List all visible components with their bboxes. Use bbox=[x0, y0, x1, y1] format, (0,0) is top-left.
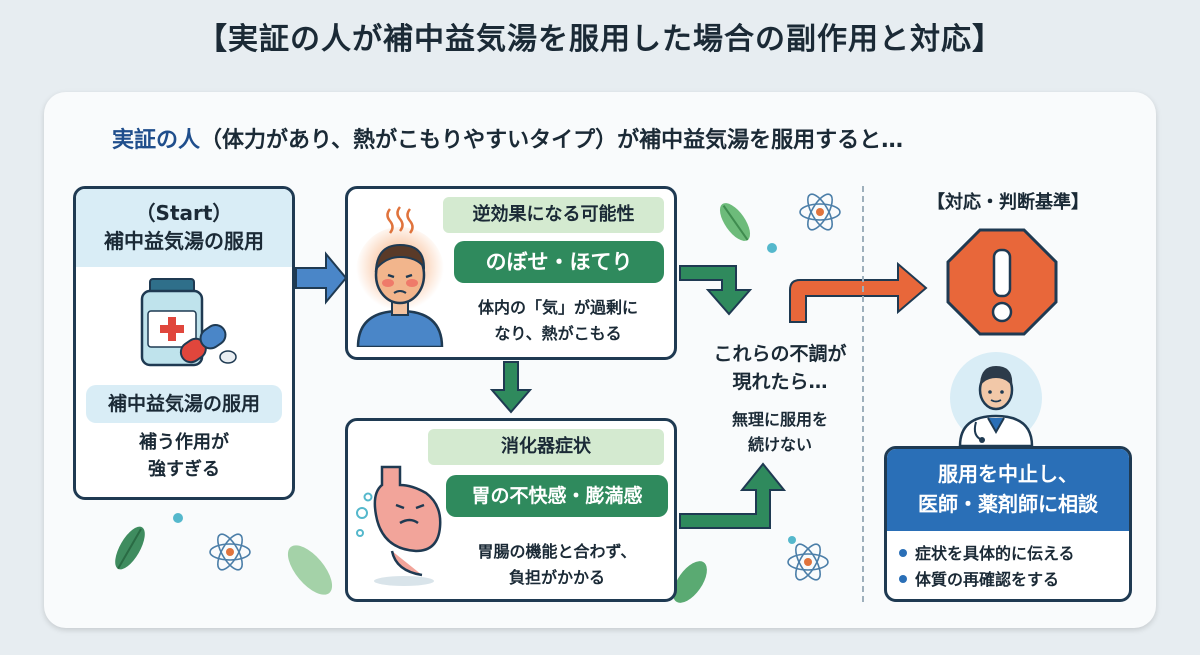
effect2-desc-line1: 胃腸の機能と合わず、 bbox=[477, 542, 637, 561]
atom-icon bbox=[787, 543, 829, 581]
start-header: （Start） 補中益気湯の服用 bbox=[76, 189, 292, 267]
start-pill: 補中益気湯の服用 bbox=[86, 385, 282, 423]
advice-list: 症状を具体的に伝える 体質の再確認をする bbox=[899, 541, 1075, 593]
advice-item-text: 症状を具体的に伝える bbox=[915, 544, 1075, 563]
atom-icon bbox=[799, 193, 841, 231]
exclamation-octagon-icon bbox=[946, 228, 1058, 336]
advice-list-item: 体質の再確認をする bbox=[899, 567, 1075, 593]
effect2-description: 胃腸の機能と合わず、 負担がかかる bbox=[444, 539, 670, 591]
leaf-icon bbox=[287, 545, 333, 595]
subtitle-text: （体力があり、熱がこもりやすいタイプ）が補中益気湯を服用すると… bbox=[200, 128, 904, 153]
effect-box-flushing: 逆効果になる可能性 のぼせ・ほてり 体内の「気」が過剰に なり、熱がこもる bbox=[345, 186, 677, 360]
middle-note2: 続けない bbox=[747, 435, 812, 454]
advice-line2: 医師・薬剤師に相談 bbox=[918, 492, 1098, 516]
start-desc-line1: 補う作用が bbox=[139, 432, 229, 453]
start-heading: 補中益気湯の服用 bbox=[104, 229, 264, 253]
effect2-symptom: 胃の不快感・膨満感 bbox=[446, 475, 668, 517]
middle-line1: これらの不調が bbox=[713, 343, 847, 365]
middle-note1: 無理に服用を bbox=[731, 410, 828, 429]
atom-icon bbox=[209, 533, 251, 571]
doctor-icon bbox=[950, 352, 1042, 446]
page-title: 【実証の人が補中益気湯を服用した場合の副作用と対応】 bbox=[197, 22, 1003, 57]
arrow-effect1-to-effect2 bbox=[489, 361, 533, 414]
arrow-start-to-effect1 bbox=[295, 251, 348, 305]
start-description: 補う作用が 強すぎる bbox=[76, 429, 292, 483]
upset-stomach-icon bbox=[356, 465, 442, 586]
middle-note: 無理に服用を 続けない bbox=[690, 407, 870, 457]
effect2-desc-line2: 負担がかかる bbox=[508, 568, 605, 587]
advice-box: 服用を中止し、 医師・薬剤師に相談 症状を具体的に伝える 体質の再確認をする bbox=[884, 446, 1132, 602]
effect1-desc-line2: なり、熱がこもる bbox=[494, 324, 622, 343]
subtitle: 実証の人（体力があり、熱がこもりやすいタイプ）が補中益気湯を服用すると… bbox=[112, 122, 903, 154]
arrow-middle-to-response bbox=[789, 261, 928, 323]
middle-condition: これらの不調が 現れたら… bbox=[690, 340, 870, 396]
effect1-header: 逆効果になる可能性 bbox=[443, 197, 664, 233]
leaf-icon bbox=[115, 526, 145, 570]
medicine-bottle-icon bbox=[140, 278, 237, 367]
subtitle-highlight: 実証の人 bbox=[112, 128, 201, 153]
arrow-effect1-to-middle bbox=[679, 265, 753, 316]
advice-header: 服用を中止し、 医師・薬剤師に相談 bbox=[887, 449, 1129, 531]
section-divider bbox=[862, 186, 864, 602]
leaf-icon bbox=[719, 203, 751, 241]
response-heading: 【対応・判断基準】 bbox=[927, 192, 1089, 213]
flushed-person-icon bbox=[356, 206, 444, 347]
effect1-description: 体内の「気」が過剰に なり、熱がこもる bbox=[448, 295, 668, 347]
start-box: （Start） 補中益気湯の服用 補中益気湯の服用 補う作用が 強すぎる bbox=[73, 186, 295, 500]
middle-line2: 現れたら… bbox=[732, 371, 828, 393]
effect2-header: 消化器症状 bbox=[428, 429, 664, 465]
effect1-desc-line1: 体内の「気」が過剰に bbox=[477, 298, 638, 317]
bullet-icon bbox=[899, 549, 907, 557]
advice-item-text: 体質の再確認をする bbox=[915, 570, 1060, 589]
advice-line1: 服用を中止し、 bbox=[938, 462, 1078, 486]
start-label: （Start） bbox=[135, 201, 233, 225]
start-desc-line2: 強すぎる bbox=[148, 459, 220, 480]
leaf-icon bbox=[673, 561, 707, 603]
effect-box-digestive: 消化器症状 胃の不快感・膨満感 胃腸の機能と合わず、 負担がかかる bbox=[345, 418, 677, 602]
advice-list-item: 症状を具体的に伝える bbox=[899, 541, 1075, 567]
arrow-effect2-to-middle bbox=[679, 462, 787, 529]
effect1-symptom: のぼせ・ほてり bbox=[454, 241, 664, 283]
bullet-icon bbox=[899, 575, 907, 583]
